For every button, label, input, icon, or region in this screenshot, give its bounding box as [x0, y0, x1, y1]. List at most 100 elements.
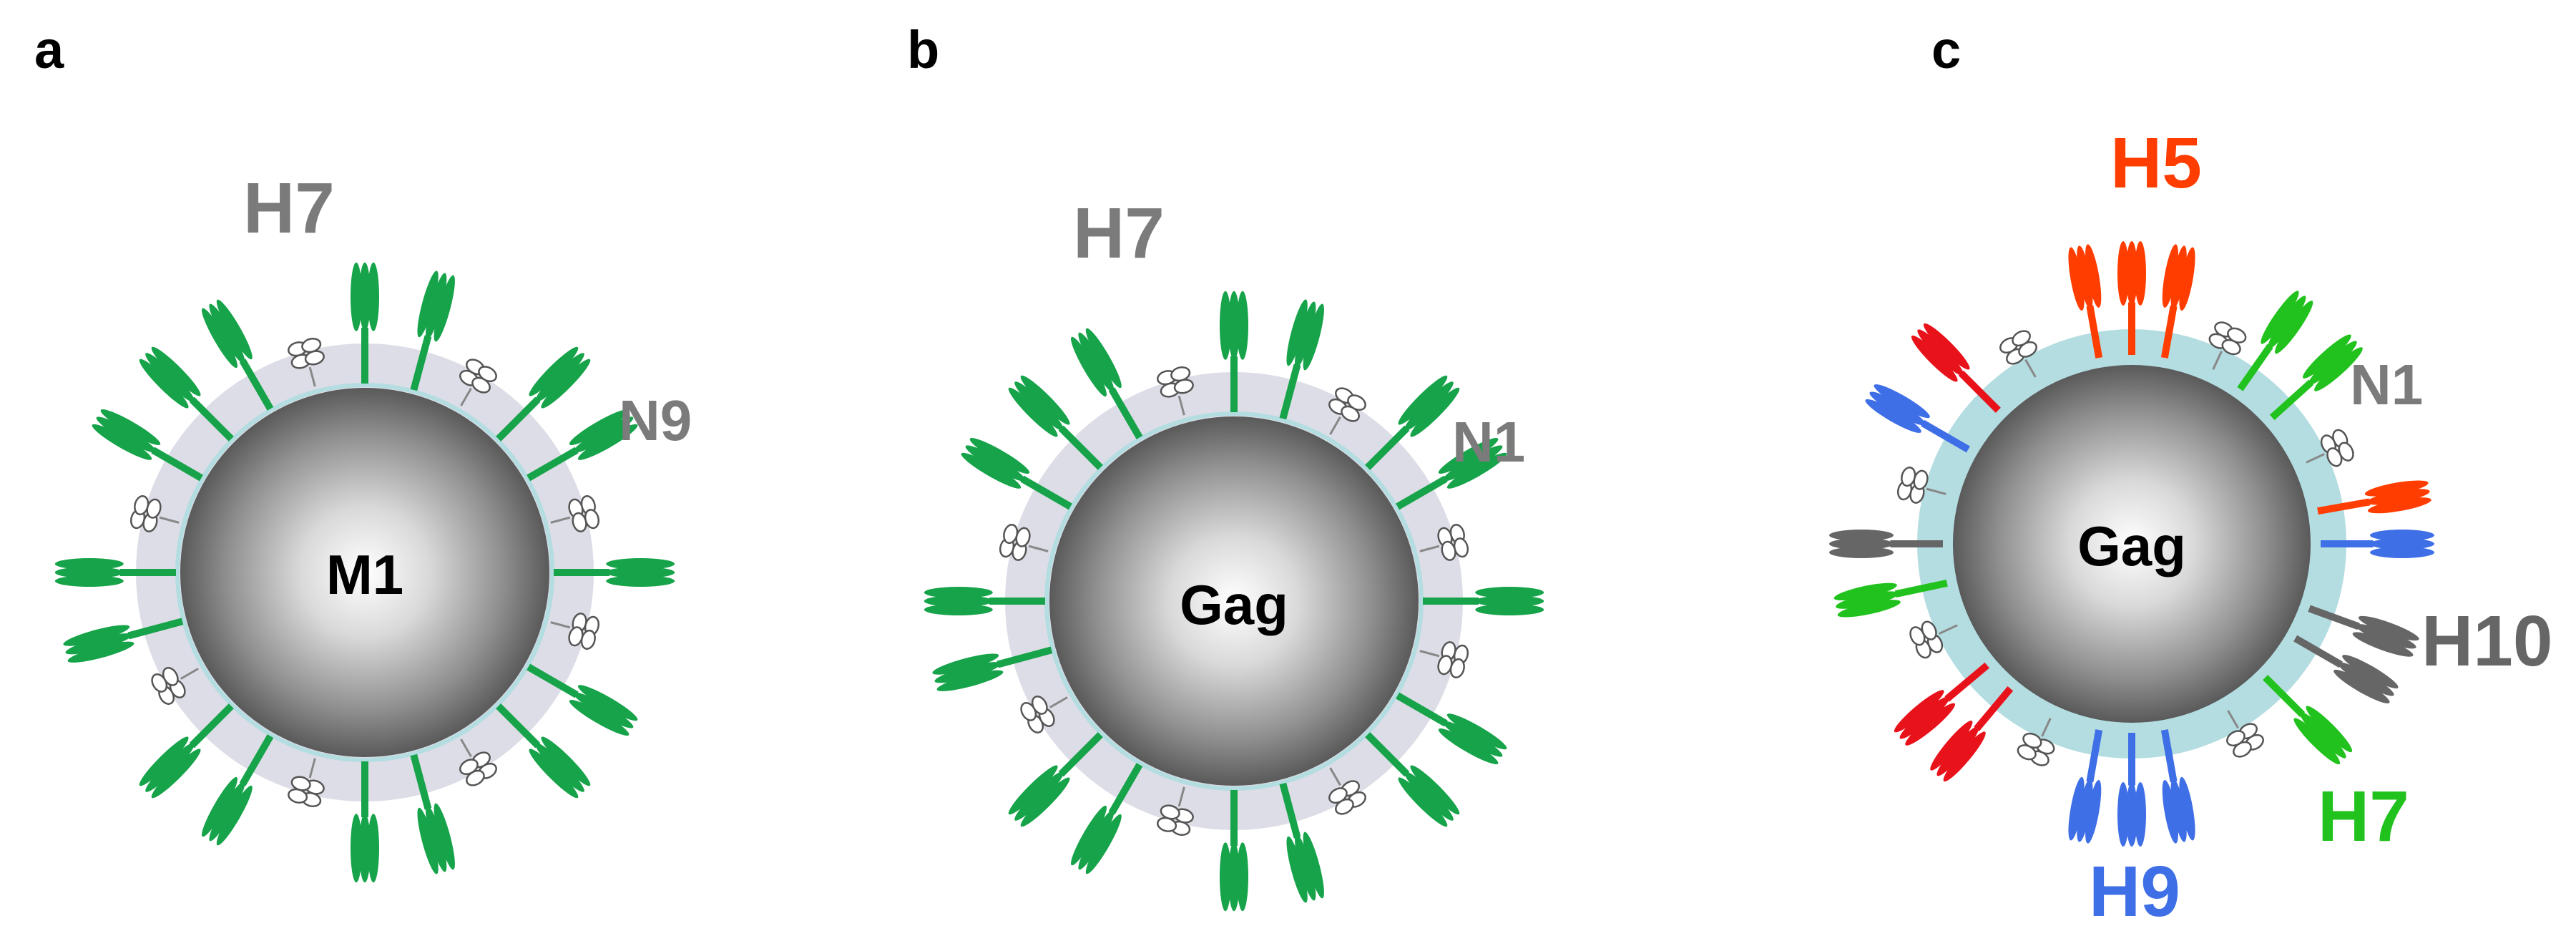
- hemagglutinin-icon: [527, 663, 638, 736]
- panel-letter-a: a: [34, 20, 64, 79]
- membrane-rim-a: [175, 383, 554, 762]
- membrane-rim-b: [1044, 411, 1424, 791]
- hemagglutinin-icon: [1423, 587, 1544, 615]
- neuraminidase-icon: [459, 738, 497, 786]
- hemagglutinin-icon: [2317, 480, 2431, 515]
- spikes-c: [1829, 241, 2434, 847]
- hemagglutinin-icon: [1365, 375, 1460, 470]
- panel-letter-c: c: [1931, 20, 1961, 79]
- hemagglutinin-icon: [63, 618, 184, 663]
- hemagglutinin-icon: [2117, 733, 2146, 847]
- neuraminidase-icon: [2208, 321, 2247, 370]
- neuraminidase-icon: [550, 495, 600, 532]
- hemagglutinin-icon: [2308, 605, 2419, 657]
- neuraminidase-icon: [459, 359, 497, 406]
- neuraminidase-icon: [1999, 330, 2037, 378]
- panel-letter-b: b: [907, 20, 939, 79]
- hemagglutinin-icon: [1279, 299, 1324, 420]
- hemagglutinin-icon: [2237, 291, 2313, 391]
- hemagglutinin-icon: [1833, 579, 1948, 618]
- neuraminidase-icon: [288, 337, 325, 387]
- hemagglutinin-icon: [2293, 635, 2399, 703]
- core-label-c: Gag: [2077, 515, 2186, 577]
- core-b: [1049, 416, 1419, 786]
- neuraminidase-icon: [999, 524, 1049, 561]
- core-c: [1953, 365, 2311, 723]
- neuraminidase-icon: [1419, 524, 1469, 561]
- ha-label-h5: H5: [2110, 123, 2202, 203]
- neuraminidase-icon: [1909, 620, 1958, 659]
- neuraminidase-icon: [550, 613, 600, 650]
- hemagglutinin-icon: [410, 754, 455, 874]
- hemagglutinin-icon: [1829, 530, 1943, 558]
- neuraminidase-icon: [2226, 710, 2264, 758]
- hemagglutinin-icon: [2160, 244, 2195, 359]
- hemagglutinin-icon: [1008, 732, 1103, 827]
- panel-c: c Gag H5 N1 H10 H7 H9: [1829, 20, 2552, 932]
- hemagglutinin-icon: [1911, 323, 2001, 413]
- hemagglutinin-icon: [1894, 662, 1989, 746]
- hemagglutinin-icon: [2117, 241, 2146, 355]
- neuraminidase-icon: [151, 667, 199, 705]
- hemagglutinin-icon: [932, 646, 1053, 691]
- hemagglutinin-icon: [496, 346, 591, 442]
- neuraminidase-icon: [1157, 366, 1194, 416]
- hemagglutinin-icon: [202, 299, 274, 411]
- hemagglutinin-icon: [92, 409, 203, 482]
- neuraminidase-icon: [288, 758, 325, 808]
- spikes-b: [924, 291, 1544, 912]
- hemagglutinin-icon: [527, 409, 638, 482]
- neuraminidase-icon: [129, 495, 180, 532]
- neuraminidase-icon: [1896, 467, 1946, 504]
- core-label-b: Gag: [1180, 573, 1288, 636]
- hemagglutinin-icon: [924, 587, 1045, 615]
- hemagglutinin-icon: [1865, 384, 1970, 453]
- hemagglutinin-icon: [1396, 438, 1507, 510]
- hemagglutinin-icon: [202, 734, 274, 846]
- hemagglutinin-icon: [2269, 334, 2363, 421]
- neuraminidase-icon: [1157, 786, 1194, 837]
- core-a: [180, 388, 549, 757]
- hemagglutinin-icon: [139, 346, 234, 442]
- neuraminidase-icon: [1328, 767, 1366, 815]
- ha-label-h7: H7: [2318, 776, 2409, 857]
- hemagglutinin-icon: [1396, 692, 1507, 764]
- hemagglutinin-icon: [554, 558, 675, 587]
- ha-label-b: H7: [1073, 193, 1165, 273]
- hemagglutinin-icon: [351, 262, 379, 384]
- hemagglutinin-icon: [1071, 763, 1143, 874]
- hemagglutinin-icon: [961, 438, 1072, 510]
- hemagglutinin-icon: [1071, 328, 1143, 439]
- hemagglutinin-icon: [351, 761, 379, 883]
- hemagglutinin-icon: [1279, 782, 1324, 903]
- na-label-a: N9: [619, 389, 692, 452]
- panel-b: b Gag H7 N1: [907, 20, 1544, 912]
- hemagglutinin-icon: [1220, 291, 1248, 412]
- hemagglutinin-icon: [2160, 729, 2195, 844]
- hemagglutinin-icon: [2321, 530, 2434, 558]
- ha-label-h9: H9: [2089, 852, 2180, 932]
- na-label-c: N1: [2350, 353, 2423, 416]
- core-label-a: M1: [326, 543, 403, 606]
- hemagglutinin-icon: [2068, 244, 2103, 359]
- spikes-a: [54, 262, 675, 883]
- neuraminidase-icon: [1328, 387, 1366, 435]
- hemagglutinin-icon: [496, 703, 591, 799]
- neuraminidase-icon: [1419, 641, 1469, 678]
- hemagglutinin-icon: [410, 270, 455, 391]
- hemagglutinin-icon: [1008, 375, 1103, 470]
- hemagglutinin-icon: [1365, 732, 1460, 827]
- hemagglutinin-icon: [54, 558, 176, 587]
- neuraminidase-icon: [2306, 429, 2354, 467]
- hemagglutinin-icon: [1930, 686, 2014, 782]
- hemagglutinin-icon: [2068, 729, 2103, 844]
- hemagglutinin-icon: [2263, 675, 2353, 765]
- ha-label-h10: H10: [2421, 601, 2552, 681]
- ha-label-a: H7: [243, 168, 335, 248]
- na-label-b: N1: [1452, 410, 1525, 474]
- neuraminidase-icon: [1020, 696, 1068, 733]
- neuraminidase-icon: [2017, 718, 2055, 766]
- panel-a: a M1 H7 N9: [34, 20, 692, 883]
- hemagglutinin-icon: [139, 703, 234, 799]
